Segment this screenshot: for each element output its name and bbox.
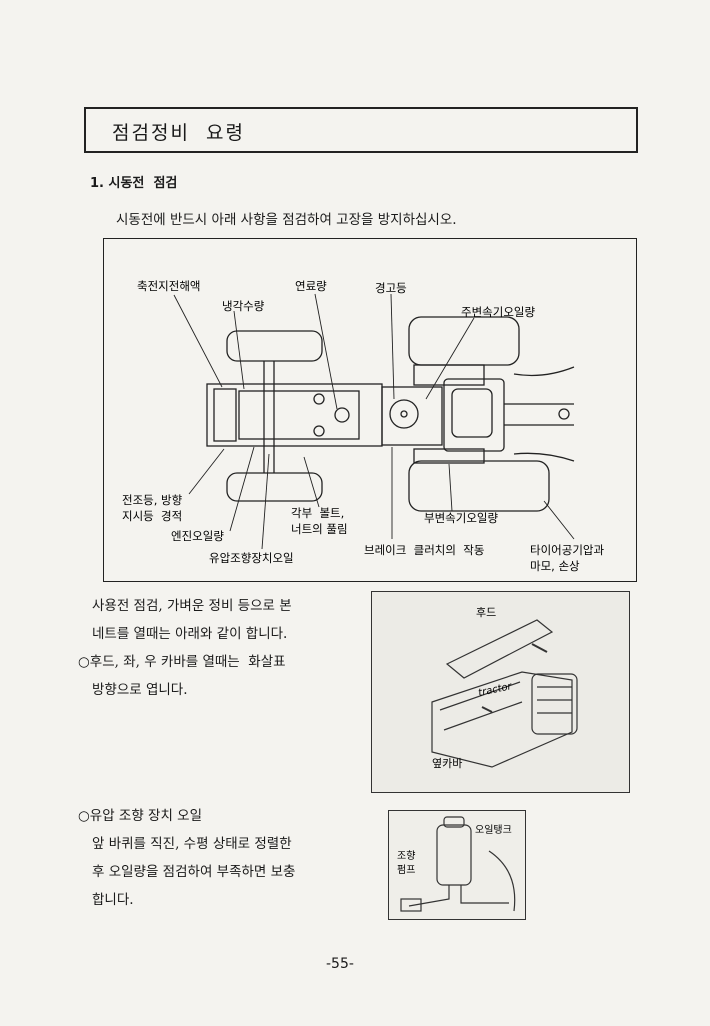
radiator-grill <box>213 388 237 442</box>
body-paragraph-7: 후 오일량을 점검하여 부족하면 보충 <box>92 864 296 880</box>
label-coolant: 냉각수량 <box>222 299 265 313</box>
section-title: 1. 시동전 점검 <box>90 176 178 191</box>
hood-outline <box>206 383 383 447</box>
tractor-brand-text: tractor <box>477 681 513 699</box>
intro-text: 시동전에 반드시 아래 사항을 점검하여 고장을 방지하십시오. <box>116 212 457 228</box>
page-title: 점검정비 요령 <box>112 122 245 144</box>
rear-left-tire <box>408 316 520 366</box>
rear-right-tire <box>408 460 550 512</box>
body-paragraph-6: 앞 바퀴를 직진, 수평 상태로 정렬한 <box>92 836 292 852</box>
label-tire-1: 타이어공기압과 <box>530 543 604 557</box>
tractor-diagram: 축전지전해액 냉각수량 연료량 경고등 주변속기오일량 전조등, 방향 지시등 … <box>103 238 637 582</box>
oil-tank-shape <box>436 824 472 886</box>
fuel-cap <box>334 407 350 423</box>
side-cover-label: 옆카바 <box>432 757 462 770</box>
pump-label-2: 펌프 <box>397 864 415 876</box>
body-paragraph-3: ○후드, 좌, 우 카바를 열때는 화살표 <box>78 654 286 670</box>
oil-tank-photo: 오일탱크 조향 펌프 <box>388 810 526 920</box>
body-paragraph-2: 네트를 열때는 아래와 같이 합니다. <box>92 626 288 642</box>
steering-wheel <box>389 399 419 429</box>
page-number: -55- <box>326 956 354 972</box>
label-hydraulic-steering-oil: 유압조향장치오일 <box>209 551 294 565</box>
label-bolts-2: 너트의 풀림 <box>291 522 348 536</box>
front-left-tire <box>226 330 323 362</box>
label-sub-transmission-oil: 부변속기오일량 <box>424 511 498 525</box>
label-brake-clutch: 브레이크 클러치의 작동 <box>364 543 484 557</box>
body-paragraph-1: 사용전 점검, 가벼운 정비 등으로 본 <box>92 598 292 614</box>
front-right-tire <box>226 472 323 502</box>
tractor-hood-photo: 후드 tractor 옆카바 <box>371 591 630 793</box>
label-engine-oil: 엔진오일량 <box>171 529 224 543</box>
label-warning-lights: 경고등 <box>375 281 407 295</box>
label-tire-2: 마모, 손상 <box>530 559 580 573</box>
tractor-top-view-illustration: 축전지전해액 냉각수량 연료량 경고등 주변속기오일량 전조등, 방향 지시등 … <box>122 279 604 573</box>
label-battery: 축전지전해액 <box>137 279 200 293</box>
seat <box>443 378 505 452</box>
body-paragraph-4: 방향으로 엽니다. <box>92 682 188 698</box>
label-headlight-1: 전조등, 방향 <box>122 493 183 507</box>
label-main-transmission-oil: 주변속기오일량 <box>461 305 535 319</box>
section-header-box <box>84 107 638 153</box>
body-paragraph-5: ○유압 조향 장치 오일 <box>78 808 203 824</box>
hood-label: 후드 <box>476 606 496 619</box>
label-fuel: 연료량 <box>295 279 327 293</box>
body-paragraph-8: 합니다. <box>92 892 134 908</box>
label-bolts-1: 각부 볼트, <box>291 506 344 520</box>
pump-label-1: 조향 <box>397 850 415 862</box>
label-headlight-2: 지시등 경적 <box>122 509 182 523</box>
oil-tank-label: 오일탱크 <box>475 824 512 836</box>
